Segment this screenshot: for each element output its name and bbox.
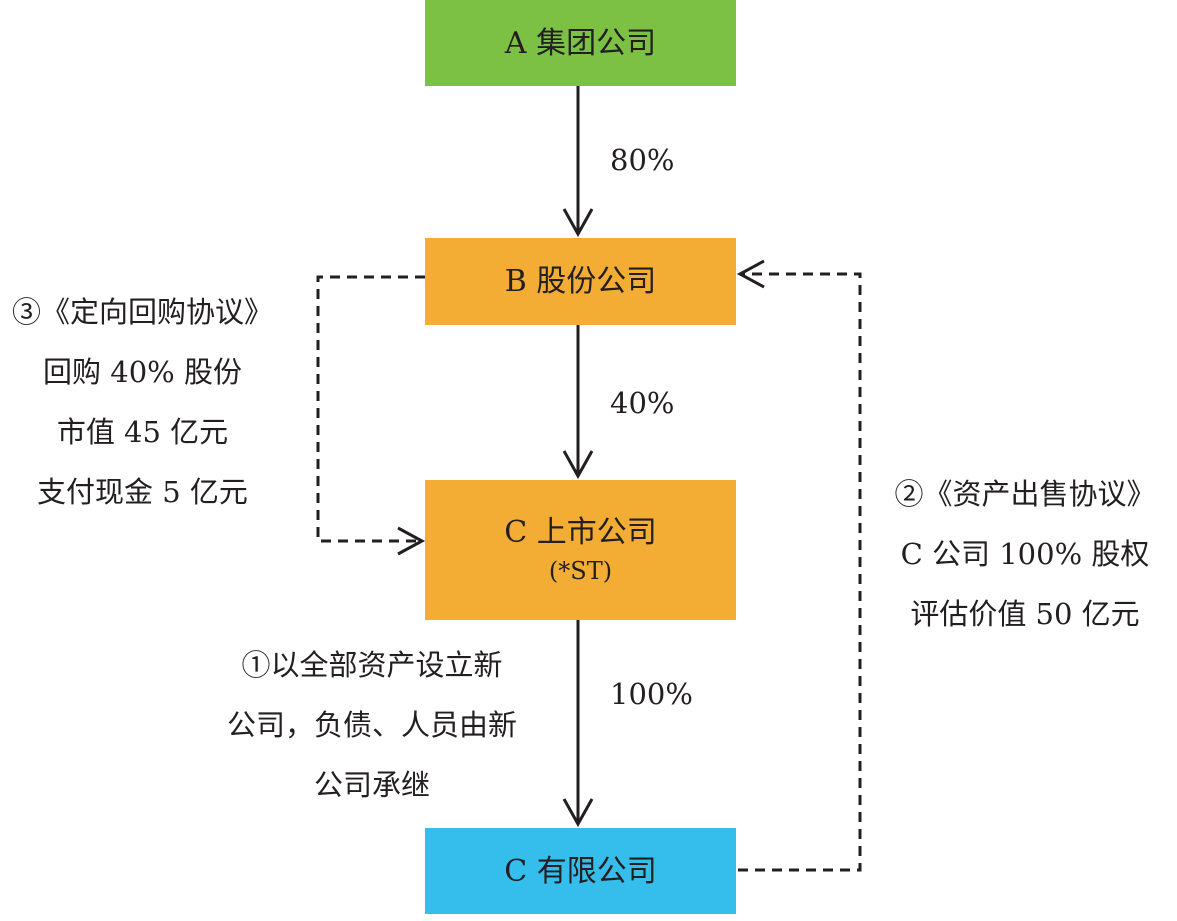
node-c-listed-company: C 上市公司 (*ST) <box>425 480 736 620</box>
edge-label-c-d: 100% <box>610 677 693 711</box>
edge-label-b-c: 40% <box>610 386 675 420</box>
note-step3-line: 回购 40% 股份 <box>43 355 242 389</box>
note-step1: ①以全部资产设立新 公司，负债、人员由新 公司承继 <box>192 635 552 815</box>
dashed-arrows <box>316 259 862 872</box>
note-step2-line: 评估价值 50 亿元 <box>910 597 1140 631</box>
solid-arrows <box>562 86 594 828</box>
node-c-label: C 上市公司 <box>504 514 657 550</box>
node-b-label: B 股份公司 <box>504 264 657 299</box>
dashed-arrow-d-to-b <box>736 259 862 872</box>
note-step2: ②《资产出售协议》 C 公司 100% 股权 评估价值 50 亿元 <box>880 464 1170 644</box>
node-c-sublabel: (*ST) <box>548 556 613 585</box>
dashed-arrow-b-to-c <box>316 275 426 556</box>
note-step2-line: C 公司 100% 股权 <box>900 537 1150 571</box>
note-step1-line: 公司承继 <box>313 768 430 802</box>
node-b-joint-stock-company: B 股份公司 <box>425 238 736 325</box>
note-step3-line: 市值 45 亿元 <box>56 415 229 449</box>
note-step3: ③《定向回购协议》 回购 40% 股份 市值 45 亿元 支付现金 5 亿元 <box>0 282 285 522</box>
node-a-group-company: A 集团公司 <box>425 0 736 86</box>
node-d-limited-company: C 有限公司 <box>425 828 736 914</box>
note-step2-line: ②《资产出售协议》 <box>894 477 1156 511</box>
note-step3-line: ③《定向回购协议》 <box>11 295 273 329</box>
note-step1-line: ①以全部资产设立新 <box>241 648 503 682</box>
arrow-b-to-c <box>562 325 594 480</box>
note-step3-line: 支付现金 5 亿元 <box>37 475 248 509</box>
edge-label-a-b: 80% <box>610 143 675 177</box>
node-d-label: C 有限公司 <box>504 853 657 889</box>
arrow-c-to-d <box>562 620 594 828</box>
arrow-a-to-b <box>562 86 594 238</box>
note-step1-line: 公司，负债、人员由新 <box>226 708 517 742</box>
node-a-label: A 集团公司 <box>504 25 657 61</box>
